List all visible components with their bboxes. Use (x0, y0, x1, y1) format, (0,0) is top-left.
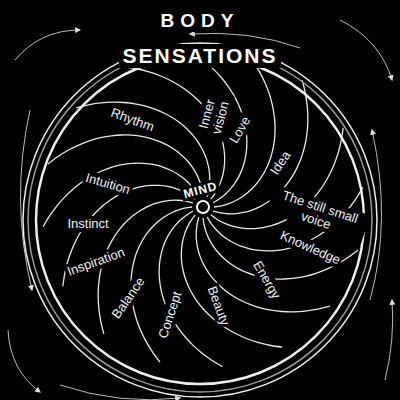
spiral-word: Instinct (66, 216, 111, 232)
spiral-word: Balance (107, 273, 149, 324)
spiral-word: Beauty (203, 282, 233, 329)
spiral-word: Love (225, 112, 255, 148)
spiral-word: Concept (155, 288, 186, 343)
heading-word: BODY (157, 10, 244, 32)
centre-word: MIND (180, 178, 221, 202)
spiral-word: Intuition (82, 169, 134, 198)
ring-title: SENSATIONS (119, 44, 282, 68)
spiral-arm (63, 185, 195, 286)
mind-centre: MIND (180, 178, 221, 202)
spiral-word: Rhythm (106, 104, 157, 136)
spiral-word: Energy (248, 256, 284, 303)
spiral-word: Inspiration (63, 244, 129, 281)
spiral-word: Idea (265, 146, 295, 179)
